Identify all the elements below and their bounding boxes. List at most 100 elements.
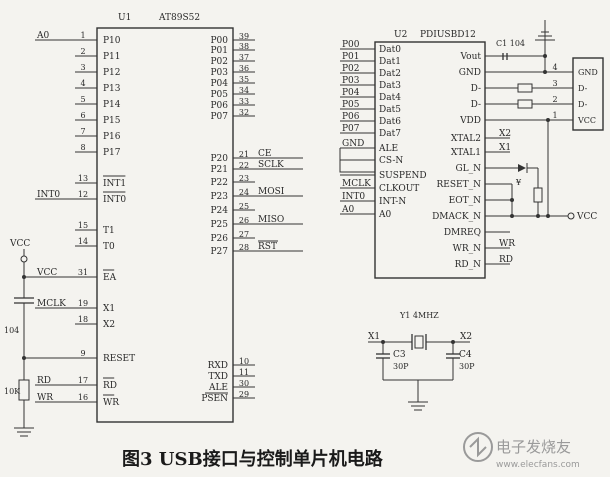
junction-dot	[510, 198, 514, 202]
u1-pin-number: 8	[80, 143, 85, 152]
u1-pin-number: 19	[78, 299, 88, 308]
u2-left-net-label: P02	[342, 64, 360, 74]
u1-pin-number: 36	[239, 64, 249, 73]
u1-pin-number: 2	[80, 47, 85, 56]
crystal-body	[414, 335, 424, 349]
u1-pin-label: RXD	[208, 361, 228, 371]
junction-dot	[546, 118, 550, 122]
u1-pin-number: 35	[239, 75, 249, 84]
u1-pin-label: X1	[103, 304, 115, 314]
connector-pin-label: D-	[578, 100, 588, 109]
u1-pin-number: 33	[239, 97, 249, 106]
u1-pin-label: P11	[103, 52, 121, 62]
u1-pin-label: INT0	[103, 195, 126, 205]
u2-pin-label: WR_N	[453, 244, 482, 254]
u2-right-net-label: WR	[499, 239, 515, 249]
u1-pin-label: P23	[210, 192, 228, 202]
u1-ref: U1	[118, 13, 131, 23]
u2-pin-label: A0	[378, 210, 391, 220]
u2-left-net-label: A0	[341, 205, 354, 215]
u2-pin-label: CS-N	[379, 156, 403, 166]
vcc-label: VCC	[576, 212, 597, 222]
junction-dot	[22, 275, 26, 279]
u1-pin-label: PSEN	[201, 394, 228, 404]
u1-pin-number: 13	[78, 174, 88, 183]
u1-pin-label: P13	[103, 84, 121, 94]
u1-pin-label: P21	[210, 165, 228, 175]
connector-pin-number: 2	[552, 95, 557, 104]
u2-right-net-label: X1	[499, 143, 511, 153]
u1-pin-label: P07	[210, 112, 228, 122]
u1-pin-label: T0	[103, 242, 115, 252]
u2-left-net-label: P04	[342, 88, 360, 98]
u1-left-net-label: RD	[37, 376, 51, 386]
u1-pin-label: P06	[210, 101, 228, 111]
u2-pin-label: CLKOUT	[379, 184, 419, 194]
u1-left-net-label: VCC	[36, 268, 57, 278]
u1-pin-label: P00	[210, 36, 228, 46]
u2-pin-label: Dat7	[379, 129, 401, 139]
u1-pin-number: 38	[239, 42, 249, 51]
u1-pin-number: 39	[239, 32, 249, 41]
u2-left-net-label: GND	[342, 139, 364, 149]
vcc-terminal	[567, 212, 575, 220]
watermark-brand: 电子发烧友	[496, 438, 571, 456]
junction-dot	[451, 340, 455, 344]
u1-pin-label: T1	[103, 226, 115, 236]
u1-pin-label: P04	[210, 79, 228, 89]
u1-pin-number: 22	[239, 161, 249, 170]
u1-pin-number: 12	[78, 190, 88, 199]
watermark-logo-icon	[463, 432, 493, 462]
watermark-logo-icon	[469, 436, 487, 458]
vcc-terminal	[20, 255, 28, 263]
led-resistor	[533, 187, 543, 203]
u1-pin-number: 15	[78, 221, 88, 230]
u1-pin-label: P03	[210, 68, 228, 78]
u1-pin-number: 7	[80, 127, 85, 136]
x1-label: X1	[368, 332, 380, 342]
u2-pin-label: XTAL1	[451, 148, 481, 158]
u2-left-net-label: P01	[342, 52, 360, 62]
junction-dot	[510, 214, 514, 218]
u1-pin-label: INT1	[103, 179, 126, 189]
u1-pin-number: 9	[80, 349, 85, 358]
c104-label: 104	[4, 326, 19, 335]
u2-pin-label: EOT_N	[449, 196, 481, 206]
u1-right-net-label: MOSI	[258, 187, 285, 197]
u1-pin-number: 17	[78, 376, 88, 385]
u1-pin-number: 11	[239, 368, 249, 377]
u2-pin-label: DMREQ	[444, 228, 481, 238]
junction-dot	[543, 54, 547, 58]
led-glyph: ¥	[515, 178, 522, 187]
vcc-label: VCC	[9, 239, 30, 249]
u1-pin-number: 28	[239, 243, 249, 252]
u1-pin-label: P25	[210, 220, 228, 230]
u1-pin-label: P27	[210, 247, 228, 257]
series-resistor	[517, 99, 533, 109]
u1-pin-label: P05	[210, 90, 228, 100]
u2-pin-label: GL_N	[455, 164, 481, 174]
gnd-to-csn-wire	[339, 148, 375, 173]
u2-pin-label: D-	[471, 84, 481, 94]
u1-pin-label: RD	[103, 381, 117, 391]
u2-pin-label: Dat2	[379, 69, 401, 79]
u1-pin-label: P02	[210, 57, 228, 67]
u2-left-net-label: P07	[342, 124, 360, 134]
led-diode	[518, 164, 526, 172]
u1-pin-number: 27	[239, 230, 249, 239]
connector-pin-label: VCC	[577, 116, 596, 125]
u1-pin-label: P14	[103, 100, 121, 110]
u1-pin-label: P15	[103, 116, 121, 126]
u1-left-net-label: MCLK	[37, 299, 66, 309]
u2-pin-label: XTAL2	[451, 134, 481, 144]
u2-pin-label: VDD	[459, 116, 481, 126]
u1-right-net-label: CE	[258, 149, 271, 159]
r10k-label: 10K	[4, 387, 21, 396]
u1-pin-label: RESET	[103, 354, 135, 364]
u2-pin-label: RD_N	[455, 260, 481, 270]
u1-pin-number: 21	[239, 150, 249, 159]
u1-right-net-label: SCLK	[258, 160, 284, 170]
u2-part: PDIUSBD12	[420, 30, 476, 40]
u2-pin-label: Vout	[459, 52, 481, 62]
u1-pin-number: 4	[80, 79, 85, 88]
